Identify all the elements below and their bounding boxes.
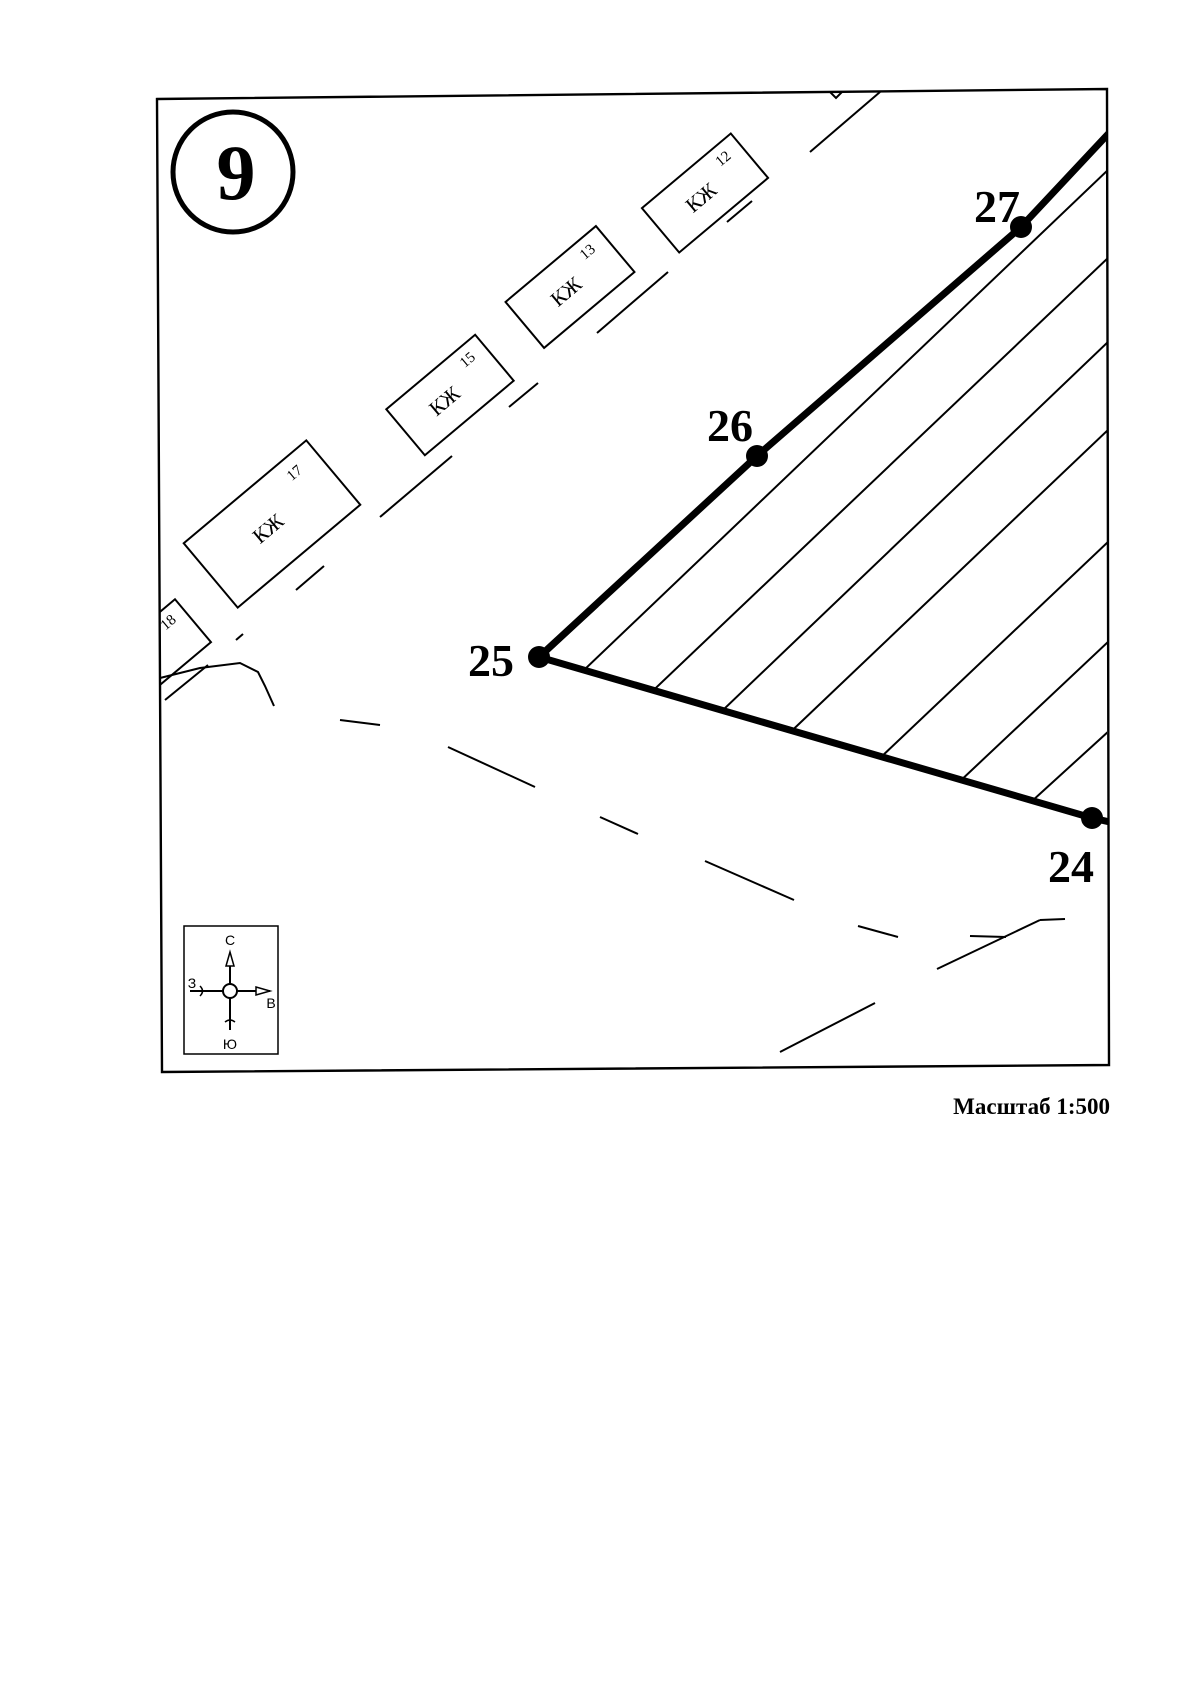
vertex-label-25: 25 bbox=[468, 635, 514, 686]
building-number: 17 bbox=[284, 462, 306, 484]
scale-caption: Масштаб 1:500 bbox=[953, 1094, 1110, 1119]
building-number: 13 bbox=[577, 241, 599, 263]
vertex-point-25 bbox=[528, 646, 550, 668]
building-outline bbox=[384, 333, 516, 457]
road-edge bbox=[339, 719, 1066, 1053]
vertex-point-27 bbox=[1010, 216, 1032, 238]
ground-contour bbox=[159, 661, 275, 707]
compass-east-arrow bbox=[255, 986, 273, 996]
building-number: 15 bbox=[457, 349, 479, 371]
building-code: КЖ bbox=[424, 381, 465, 421]
sheet-number-circle: 9 bbox=[170, 109, 296, 235]
building-outline bbox=[157, 597, 213, 695]
compass-frame bbox=[183, 925, 279, 1055]
building-number: 12 bbox=[713, 148, 735, 170]
building-12: КЖ 12 bbox=[640, 132, 770, 254]
building-code: КЖ bbox=[248, 509, 289, 549]
vertex-label-27: 27 bbox=[974, 181, 1020, 232]
street-edge bbox=[164, 91, 881, 701]
sheet-number-ring bbox=[170, 109, 296, 235]
compass-west-tick bbox=[199, 985, 204, 997]
compass-center bbox=[222, 983, 238, 999]
compass-north-arrow bbox=[225, 949, 235, 967]
building-13: КЖ 13 bbox=[504, 224, 636, 350]
vertex-point-26 bbox=[746, 445, 768, 467]
compass-east-label: В bbox=[266, 995, 275, 1011]
building-17: КЖ 17 bbox=[182, 438, 362, 610]
building-code: КЖ bbox=[681, 178, 722, 218]
vertex-label-24: 24 bbox=[1048, 841, 1094, 892]
building-outline bbox=[182, 438, 362, 610]
compass-south-tick bbox=[224, 1019, 236, 1023]
building-outline bbox=[640, 132, 770, 254]
compass-west-label: З bbox=[188, 975, 196, 991]
building-18: К 18 bbox=[157, 597, 213, 695]
building-15: КЖ 15 bbox=[384, 333, 516, 457]
building-number: 18 bbox=[158, 612, 180, 634]
map-content: КЖ 12 КЖ 13 КЖ 15 КЖ 17 К 18 bbox=[157, 91, 1109, 1053]
parcel-hatching bbox=[539, 167, 1107, 813]
compass-north-label: С bbox=[225, 932, 235, 948]
sheet-number: 9 bbox=[217, 129, 256, 216]
building-outline bbox=[504, 224, 636, 350]
map-frame bbox=[155, 87, 1111, 1074]
compass-rose-icon: С Ю З В bbox=[183, 925, 279, 1055]
vertex-point-24 bbox=[1081, 807, 1103, 829]
vertex-label-26: 26 bbox=[707, 400, 753, 451]
building-fragment bbox=[827, 91, 845, 100]
compass-south-label: Ю bbox=[223, 1036, 237, 1052]
building-code: КЖ bbox=[546, 272, 587, 312]
